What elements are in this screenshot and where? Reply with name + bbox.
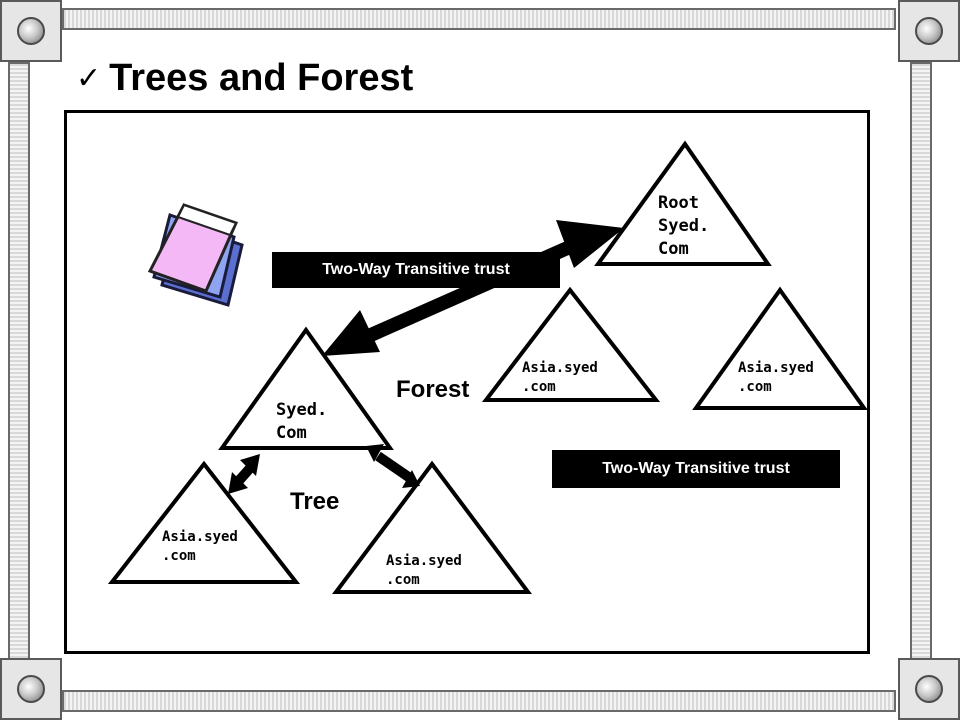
triangle-root <box>594 140 772 266</box>
trust-badge-top: Two-Way Transitive trust <box>272 252 560 288</box>
trust-arrow-tree-left <box>228 454 260 494</box>
triangle-asia-right <box>692 286 868 410</box>
tree-label: Tree <box>290 488 339 515</box>
frame-corner-top-left <box>0 0 62 62</box>
corner-knob-icon <box>915 17 943 45</box>
triangle-asia-mid <box>481 286 661 402</box>
corner-knob-icon <box>915 675 943 703</box>
asia-left-label-line2: .com <box>162 548 196 564</box>
asia-bottom-label-line2: .com <box>386 572 420 588</box>
frame-bottom-bar <box>62 690 896 712</box>
asia-left-label-line1: Asia.syed <box>162 529 238 545</box>
asia-right-label-line1: Asia.syed <box>738 360 814 376</box>
title-text: Trees and Forest <box>109 56 414 99</box>
triangle-asia-bottom <box>332 460 532 594</box>
asia-right-label-line2: .com <box>738 379 772 395</box>
corner-knob-icon <box>17 675 45 703</box>
trust-badge-right: Two-Way Transitive trust <box>552 450 840 488</box>
checkmark-icon: ✓ <box>76 60 102 96</box>
asia-mid-label-line2: .com <box>522 379 556 395</box>
slide-title: ✓ Trees and Forest <box>76 52 413 104</box>
frame-top-bar <box>62 8 896 30</box>
root-label-line2: Syed. <box>658 216 709 236</box>
corner-knob-icon <box>17 17 45 45</box>
forest-label: Forest <box>396 376 469 403</box>
triangle-syed <box>218 326 394 450</box>
frame-corner-top-right <box>898 0 960 62</box>
asia-mid-label-line1: Asia.syed <box>522 360 598 376</box>
trust-arrow-tree-right <box>366 444 420 488</box>
triangle-asia-left <box>107 460 301 584</box>
syed-label-line1: Syed. <box>276 400 327 420</box>
frame-corner-bottom-left <box>0 658 62 720</box>
root-label-line1: Root <box>658 193 699 213</box>
document-stack-icon <box>147 203 244 307</box>
root-label-line3: Com <box>658 239 689 259</box>
frame-corner-bottom-right <box>898 658 960 720</box>
asia-bottom-label-line1: Asia.syed <box>386 553 462 569</box>
syed-label-line2: Com <box>276 423 307 443</box>
diagram-box <box>64 110 870 654</box>
